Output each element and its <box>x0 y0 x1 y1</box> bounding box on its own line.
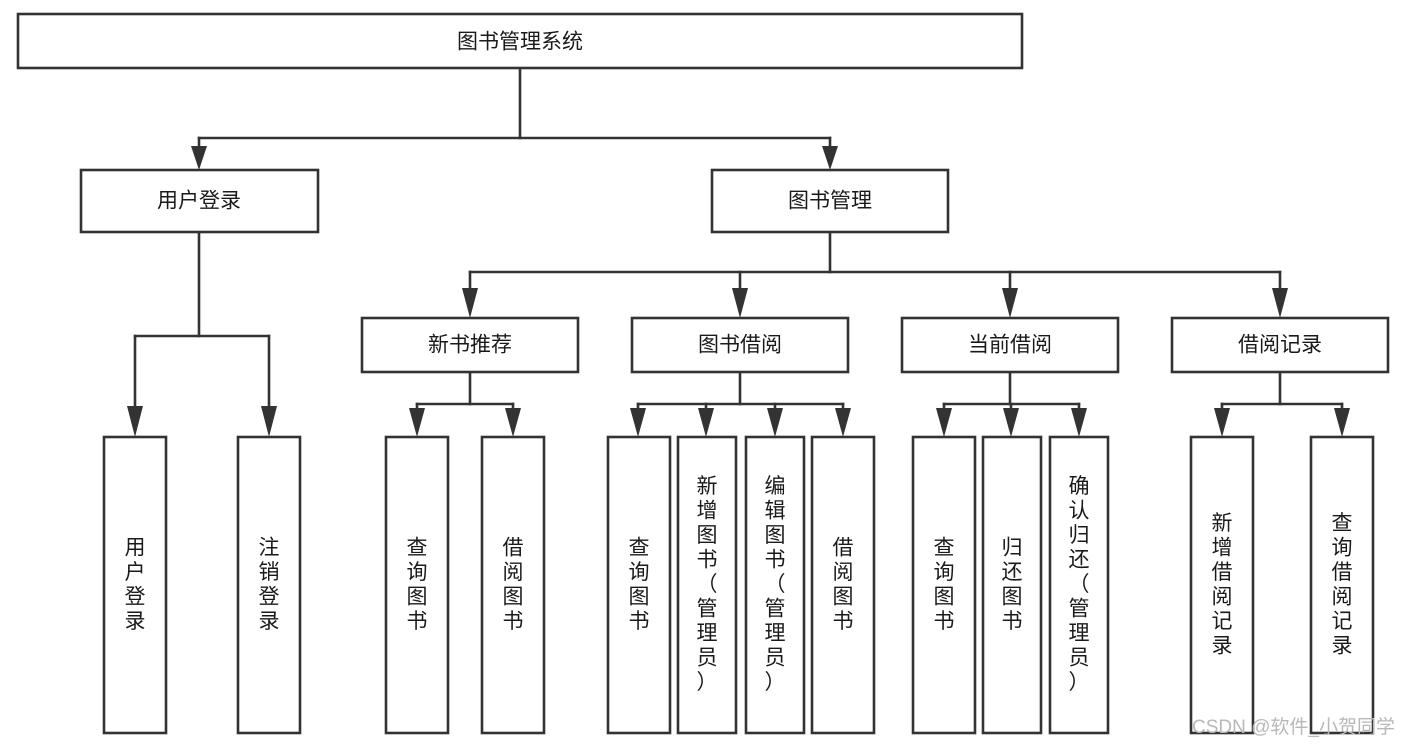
node-current-borrow-label: 当前借阅 <box>968 334 1052 357</box>
node-leaf-add-record[interactable]: 新增借阅记录 <box>1189 435 1255 735</box>
arrow-head-leaf-borrow-book-1 <box>505 408 521 437</box>
node-leaf-query-book-3-box[interactable] <box>911 435 977 735</box>
node-borrow-record[interactable]: 借阅记录 <box>1170 316 1390 374</box>
node-leaf-borrow-book-1-box[interactable] <box>480 435 546 735</box>
node-leaf-add-record-box[interactable] <box>1189 435 1255 735</box>
arrow-head-book-manage <box>822 146 838 170</box>
node-leaf-return-book[interactable]: 归还图书 <box>981 435 1043 735</box>
node-root-label: 图书管理系统 <box>457 31 583 54</box>
arrow-head-leaf-user-login <box>127 406 143 437</box>
node-leaf-return-book-label: 归还图书 <box>1002 536 1023 633</box>
node-leaf-query-book-2[interactable]: 查询图书 <box>606 435 672 735</box>
node-leaf-user-login-label: 用户登录 <box>125 536 146 633</box>
arrow-head-leaf-add-record <box>1214 408 1230 437</box>
node-book-manage[interactable]: 图书管理 <box>710 168 950 234</box>
node-leaf-query-book-2-label: 查询图书 <box>629 536 650 633</box>
node-borrow-record-label: 借阅记录 <box>1238 334 1322 357</box>
node-leaf-query-record[interactable]: 查询借阅记录 <box>1309 435 1375 735</box>
arrow-head-leaf-edit-book <box>767 408 783 437</box>
node-leaf-borrow-book-2[interactable]: 借阅图书 <box>810 435 876 735</box>
node-leaf-query-book-1-label: 查询图书 <box>407 536 428 633</box>
node-leaf-return-book-box[interactable] <box>981 435 1043 735</box>
node-leaf-edit-book-label: 编辑图书（管理员） <box>765 475 786 694</box>
node-user-login-label: 用户登录 <box>157 190 241 213</box>
node-leaf-user-login[interactable]: 用户登录 <box>102 435 168 735</box>
node-book-borrow[interactable]: 图书借阅 <box>630 316 850 374</box>
node-leaf-borrow-book-1-label: 借阅图书 <box>503 536 524 633</box>
node-leaf-add-book[interactable]: 新增图书（管理员） <box>676 435 738 735</box>
arrow-head-new-book-recommend <box>462 288 478 318</box>
node-new-book-recommend[interactable]: 新书推荐 <box>360 316 580 374</box>
node-leaf-confirm-return[interactable]: 确认归还（管理员） <box>1048 435 1110 735</box>
arrow-head-leaf-query-record <box>1334 408 1350 437</box>
arrow-head-current-borrow <box>1002 288 1018 318</box>
node-root[interactable]: 图书管理系统 <box>16 12 1024 70</box>
node-book-manage-box[interactable] <box>710 168 950 234</box>
arrow-head-leaf-query-book-2 <box>630 408 646 437</box>
csdn-watermark: CSDN @软件_小贺同学 <box>1192 716 1395 738</box>
node-leaf-query-record-label: 查询借阅记录 <box>1332 511 1353 657</box>
node-leaf-query-book-3[interactable]: 查询图书 <box>911 435 977 735</box>
node-leaf-borrow-book-1[interactable]: 借阅图书 <box>480 435 546 735</box>
connector-layer <box>127 66 1350 437</box>
node-current-borrow-box[interactable] <box>900 316 1120 374</box>
node-user-login[interactable]: 用户登录 <box>79 168 320 234</box>
node-leaf-query-record-box[interactable] <box>1309 435 1375 735</box>
node-book-borrow-label: 图书借阅 <box>698 334 782 357</box>
node-book-manage-label: 图书管理 <box>788 190 872 213</box>
node-current-borrow[interactable]: 当前借阅 <box>900 316 1120 374</box>
node-leaf-user-login-box[interactable] <box>102 435 168 735</box>
arrow-head-leaf-return-book <box>1003 408 1019 437</box>
node-leaf-confirm-return-label: 确认归还（管理员） <box>1069 475 1090 694</box>
node-leaf-add-book-label: 新增图书（管理员） <box>697 475 718 694</box>
node-user-login-box[interactable] <box>79 168 320 234</box>
node-leaf-add-record-label: 新增借阅记录 <box>1212 511 1233 657</box>
node-leaf-borrow-book-2-box[interactable] <box>810 435 876 735</box>
node-leaf-borrow-book-2-label: 借阅图书 <box>833 536 854 633</box>
node-root-box[interactable] <box>16 12 1024 70</box>
node-leaf-query-book-2-box[interactable] <box>606 435 672 735</box>
arrow-head-leaf-user-logout <box>261 406 277 437</box>
node-leaf-user-logout-box[interactable] <box>236 435 302 735</box>
arrow-head-leaf-query-book-3 <box>936 408 952 437</box>
arrow-head-leaf-add-book <box>698 408 714 437</box>
arrow-head-book-borrow <box>732 288 748 318</box>
node-new-book-recommend-box[interactable] <box>360 316 580 374</box>
node-leaf-query-book-1-box[interactable] <box>384 435 450 735</box>
arrow-head-borrow-record <box>1272 288 1288 318</box>
node-leaf-user-logout[interactable]: 注销登录 <box>236 435 302 735</box>
node-leaf-add-book-box[interactable] <box>676 435 738 735</box>
node-leaf-user-logout-label: 注销登录 <box>259 536 280 633</box>
node-leaf-query-book-1[interactable]: 查询图书 <box>384 435 450 735</box>
node-leaf-edit-book[interactable]: 编辑图书（管理员） <box>744 435 806 735</box>
node-leaf-edit-book-box[interactable] <box>744 435 806 735</box>
arrow-head-leaf-confirm-return <box>1071 408 1087 437</box>
node-leaf-query-book-3-label: 查询图书 <box>934 536 955 633</box>
arrow-head-user-login <box>191 146 207 170</box>
node-leaf-confirm-return-box[interactable] <box>1048 435 1110 735</box>
node-borrow-record-box[interactable] <box>1170 316 1390 374</box>
arrow-head-leaf-query-book-1 <box>409 408 425 437</box>
node-book-borrow-box[interactable] <box>630 316 850 374</box>
node-new-book-recommend-label: 新书推荐 <box>428 334 512 357</box>
arrow-head-leaf-borrow-book-2 <box>835 408 851 437</box>
